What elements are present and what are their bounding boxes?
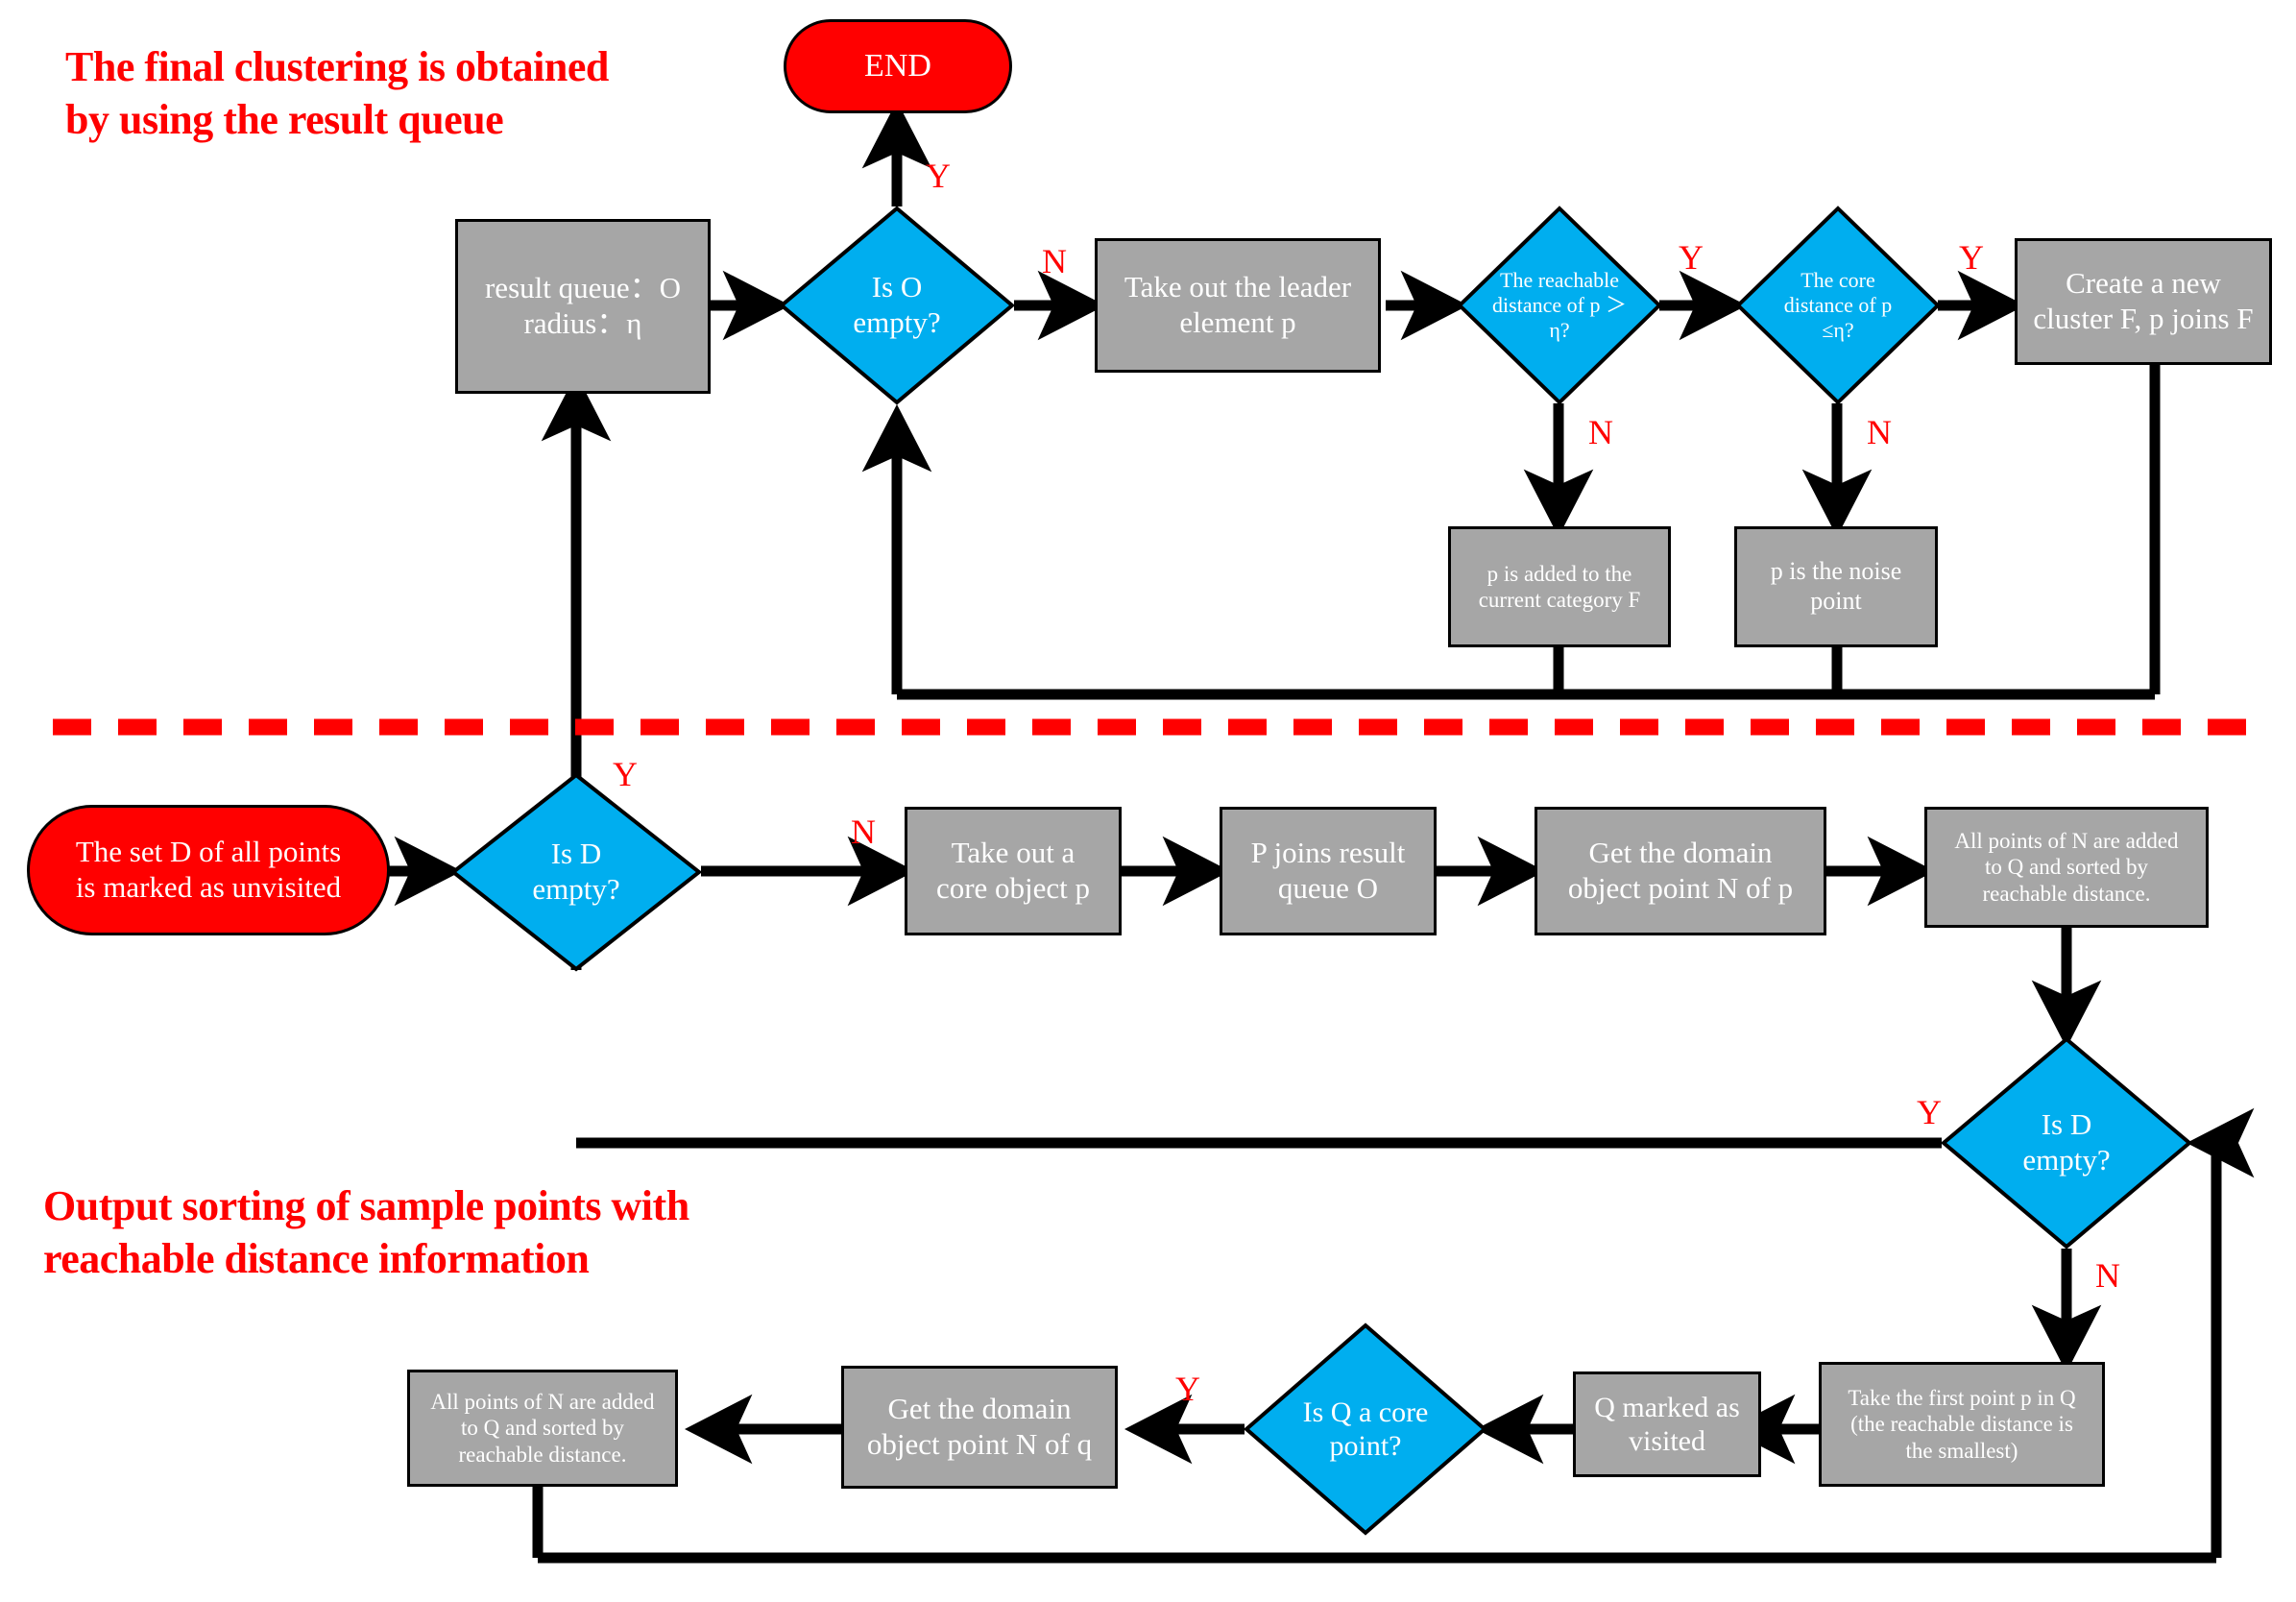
node-result-queue[interactable]: result queue：O radius：η [455, 219, 711, 394]
edge-label-is-d-empty-1-yes: Y [613, 755, 638, 793]
diamond-shape [1735, 206, 1941, 405]
edge-label-core-distance-yes: Y [1959, 238, 1984, 277]
node-is-o-empty[interactable]: Is O empty? [778, 206, 1016, 405]
edge-label-is-o-empty-yes: Y [926, 157, 951, 195]
edge-label-is-d-empty-1-no: N [851, 813, 876, 851]
diamond-shape [1243, 1323, 1488, 1536]
node-domain-object-n-of-p[interactable]: Get the domain object point N of p [1535, 807, 1826, 935]
edge-label-is-o-empty-no: N [1042, 242, 1067, 280]
node-noise-point[interactable]: p is the noise point [1734, 526, 1938, 647]
node-reachable-distance-check[interactable]: The reachable distance of p ＞ η? [1457, 206, 1662, 405]
node-take-leader[interactable]: Take out the leader element p [1095, 238, 1381, 373]
node-start-set-d[interactable]: The set D of all points is marked as unv… [27, 805, 390, 935]
node-added-to-current-category[interactable]: p is added to the current category F [1448, 526, 1671, 647]
annotation-bottom: Output sorting of sample points with rea… [43, 1182, 689, 1282]
node-core-distance-check[interactable]: The core distance of p ≤η? [1735, 206, 1941, 405]
edge-label-is-q-core-yes: Y [1175, 1370, 1200, 1408]
node-p-joins-result-queue[interactable]: P joins result queue O [1220, 807, 1437, 935]
edge-label-is-d-empty-2-yes: Y [1917, 1093, 1942, 1131]
node-q-marked-visited[interactable]: Q marked as visited [1573, 1371, 1761, 1477]
node-is-q-core-point[interactable]: Is Q a core point? [1243, 1323, 1488, 1536]
edge-label-is-d-empty-2-no: N [2095, 1256, 2120, 1295]
diamond-shape [1940, 1036, 2193, 1250]
diamond-shape [449, 772, 703, 972]
node-is-d-empty-2[interactable]: Is D empty? [1940, 1036, 2193, 1250]
edge-label-reachable-distance-no: N [1588, 413, 1613, 451]
annotation-top: The final clustering is obtained by usin… [65, 43, 609, 143]
node-create-cluster[interactable]: Create a new cluster F, p joins F [2015, 238, 2272, 365]
edge-label-core-distance-no: N [1867, 413, 1892, 451]
node-domain-object-n-of-q[interactable]: Get the domain object point N of q [841, 1366, 1118, 1489]
edge-label-reachable-distance-yes: Y [1679, 238, 1704, 277]
node-take-core-object[interactable]: Take out a core object p [905, 807, 1122, 935]
node-n-added-to-q-sorted-1[interactable]: All points of N are added to Q and sorte… [1924, 807, 2209, 928]
diamond-shape [778, 206, 1016, 405]
node-is-d-empty-1[interactable]: Is D empty? [449, 772, 703, 972]
diamond-shape [1457, 206, 1662, 405]
node-take-first-point-in-q[interactable]: Take the first point p in Q (the reachab… [1819, 1362, 2105, 1487]
node-n-added-to-q-sorted-2[interactable]: All points of N are added to Q and sorte… [407, 1370, 678, 1487]
node-end[interactable]: END [784, 19, 1012, 113]
